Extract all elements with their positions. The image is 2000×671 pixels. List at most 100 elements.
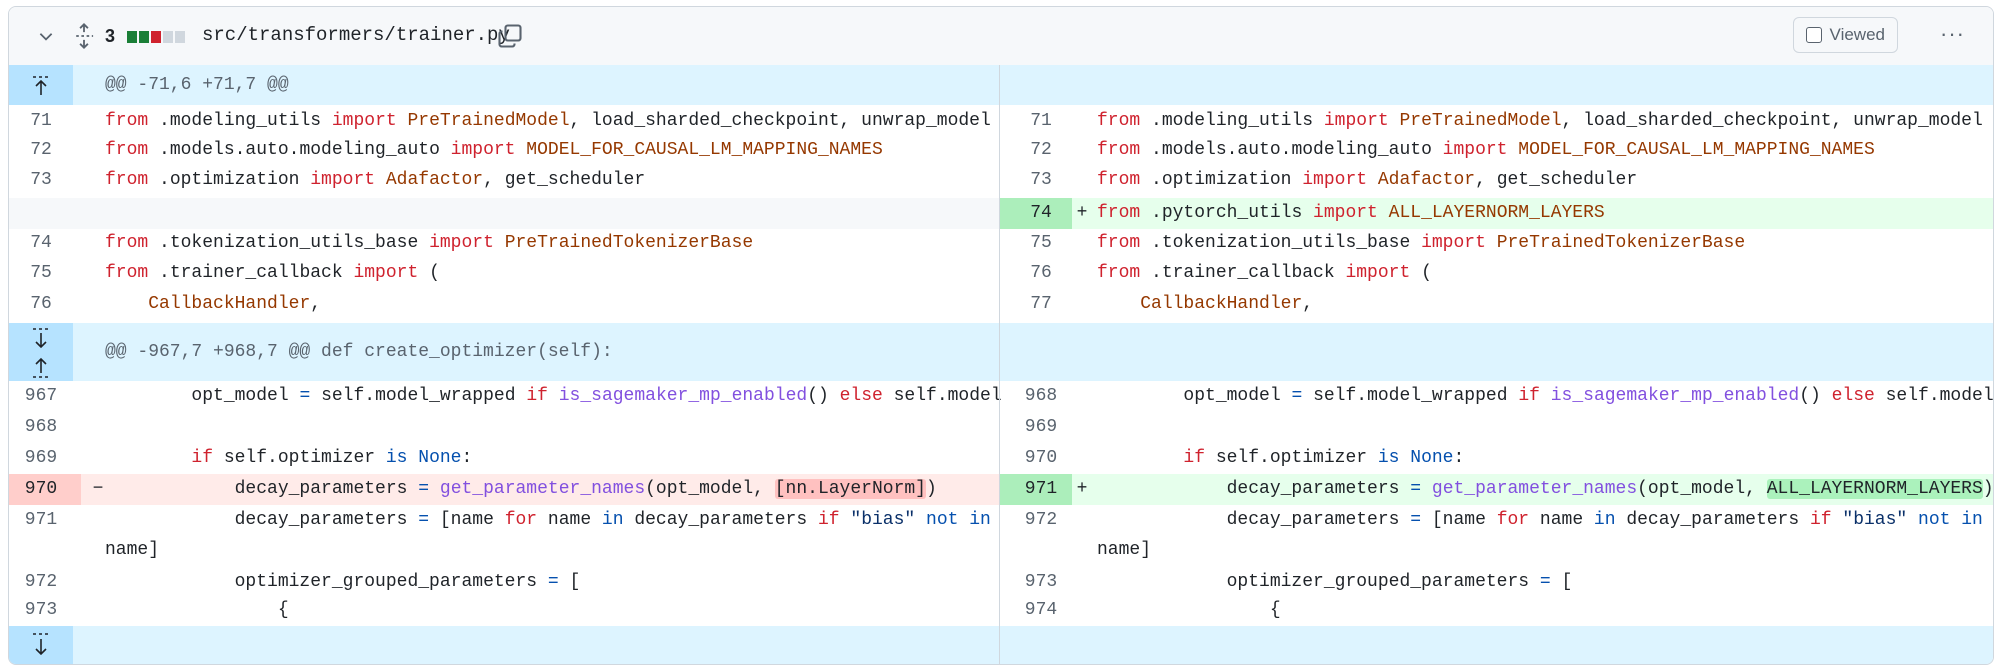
function-name: get_parameter_names [1431, 479, 1638, 499]
diff-row: 969 if self.optimizer is None: 970 if se… [9, 443, 1993, 474]
new-code: from .trainer_callback import ( [1097, 263, 1432, 283]
new-line-number[interactable]: 970 [1024, 448, 1058, 468]
code-rest: ( [418, 263, 440, 283]
class-name: Adafactor [385, 170, 484, 190]
diff-row-changed: 970 − decay_parameters = get_parameter_n… [9, 474, 1993, 505]
kw-if: if [1183, 448, 1206, 468]
module: .modeling_utils [1140, 111, 1324, 131]
code-text: { [277, 600, 289, 620]
old-line-number[interactable]: 972 [24, 572, 58, 592]
file-path[interactable]: src/transformers/trainer.py [202, 24, 510, 46]
copy-icon[interactable] [498, 23, 522, 49]
new-code: opt_model = self.model_wrapped if is_sag… [1097, 386, 1993, 406]
code-text: (opt_model, [1637, 479, 1767, 499]
viewed-toggle[interactable]: Viewed [1792, 17, 1898, 53]
operator: = [418, 479, 430, 499]
old-line-number[interactable]: 968 [24, 417, 58, 437]
class-name: PreTrainedTokenizerBase [504, 233, 754, 253]
expand-all-icon[interactable] [73, 23, 95, 49]
diffstat-block [139, 31, 149, 43]
diff-row: 76 CallbackHandler, 77 CallbackHandler, [9, 291, 1993, 323]
old-line-number[interactable]: 969 [24, 448, 58, 468]
diff-row: 972 optimizer_grouped_parameters = [ 973… [9, 567, 1993, 598]
new-line-number[interactable]: 76 [1030, 263, 1052, 283]
old-line-number[interactable]: 74 [30, 233, 52, 253]
constant: MODEL_FOR_CAUSAL_LM_MAPPING_NAMES [1518, 140, 1875, 160]
chevron-down-icon[interactable] [37, 27, 55, 45]
kw-import: import [1421, 233, 1486, 253]
new-code: from .models.auto.modeling_auto import M… [1097, 140, 1875, 160]
new-line-number[interactable]: 74 [1030, 203, 1052, 223]
expand-down-icon[interactable] [9, 626, 73, 664]
kw-from: from [105, 140, 149, 160]
new-line-number[interactable]: 973 [1024, 572, 1058, 592]
code-rest: , load_sharded_checkpoint, unwrap_model [1561, 111, 1983, 131]
kw-import: import [1442, 140, 1508, 160]
kw-from: from [1097, 203, 1141, 223]
function-name: is_sagemaker_mp_enabled [558, 386, 808, 406]
hunk-header: @@ -71,6 +71,7 @@ [9, 65, 1993, 105]
diff-row: 72 from .models.auto.modeling_auto impor… [9, 136, 1993, 167]
new-line-number[interactable]: 77 [1030, 294, 1052, 314]
expand-up-icon[interactable] [9, 65, 73, 105]
kw-import: import [1323, 111, 1389, 131]
new-line-number[interactable]: 75 [1030, 233, 1052, 253]
kw-from: from [105, 233, 149, 253]
new-line-number[interactable]: 968 [1024, 386, 1058, 406]
old-line-number[interactable]: 971 [24, 510, 58, 530]
hunk-footer [9, 626, 1993, 664]
kw-from: from [105, 170, 149, 190]
new-line-number[interactable]: 974 [1024, 600, 1058, 620]
code-rest: ( [1410, 263, 1432, 283]
deleted-gutter [9, 474, 81, 505]
operator: = [1291, 386, 1303, 406]
more-options-icon[interactable]: ··· [1940, 21, 1965, 46]
code-text: name [1529, 510, 1594, 530]
module: .trainer_callback [148, 263, 354, 283]
class-name: PreTrainedTokenizerBase [1496, 233, 1746, 253]
added-sign: + [1076, 203, 1088, 223]
new-line-number[interactable]: 73 [1030, 170, 1052, 190]
operator: = [418, 510, 430, 530]
viewed-checkbox[interactable] [1805, 27, 1822, 43]
code-text: decay_parameters [623, 510, 818, 530]
old-line-number[interactable]: 967 [24, 386, 58, 406]
old-line-number[interactable]: 71 [30, 111, 52, 131]
old-line-number[interactable]: 973 [24, 600, 58, 620]
viewed-label: Viewed [1829, 25, 1885, 44]
expand-up-down-icon[interactable] [9, 323, 73, 381]
kw-import: import [1345, 263, 1411, 283]
old-line-number[interactable]: 73 [30, 170, 52, 190]
old-line-number[interactable]: 75 [30, 263, 52, 283]
old-line-number[interactable]: 72 [30, 140, 52, 160]
diff-row: 73 from .optimization import Adafactor, … [9, 167, 1993, 198]
new-code: decay_parameters = get_parameter_names(o… [1097, 479, 1994, 499]
new-line-number[interactable]: 71 [1030, 111, 1052, 131]
module: .optimization [1140, 170, 1303, 190]
function-name: get_parameter_names [439, 479, 646, 499]
class-name: Adafactor [1377, 170, 1476, 190]
new-line-number[interactable]: 971 [1024, 479, 1058, 499]
kw-from: from [105, 111, 149, 131]
diff-file: 3 src/transformers/trainer.py Viewed ···… [8, 6, 1994, 665]
new-code: CallbackHandler, [1097, 294, 1313, 314]
class-name: PreTrainedModel [1399, 111, 1562, 131]
old-code: optimizer_grouped_parameters = [ [105, 572, 581, 592]
diffstat-block [175, 31, 185, 43]
new-code: from .modeling_utils import PreTrainedMo… [1097, 111, 1983, 131]
class-name: PreTrainedModel [407, 111, 570, 131]
code-text: decay_parameters [234, 510, 419, 530]
added-gutter [1000, 474, 1072, 505]
diff-row: 75 from .trainer_callback import ( 76 fr… [9, 260, 1993, 291]
module: .pytorch_utils [1140, 203, 1314, 223]
code-text: ) [1982, 479, 1994, 499]
code-text: self.model_wrapped [1302, 386, 1519, 406]
code-text: self.model_wrapped [310, 386, 527, 406]
old-line-number[interactable]: 970 [24, 479, 58, 499]
code-text: decay_parameters [1226, 479, 1411, 499]
new-line-number[interactable]: 72 [1030, 140, 1052, 160]
old-line-number[interactable]: 76 [30, 294, 52, 314]
new-line-number[interactable]: 969 [1024, 417, 1058, 437]
kw-is: is [385, 448, 408, 468]
new-line-number[interactable]: 972 [1024, 510, 1058, 530]
